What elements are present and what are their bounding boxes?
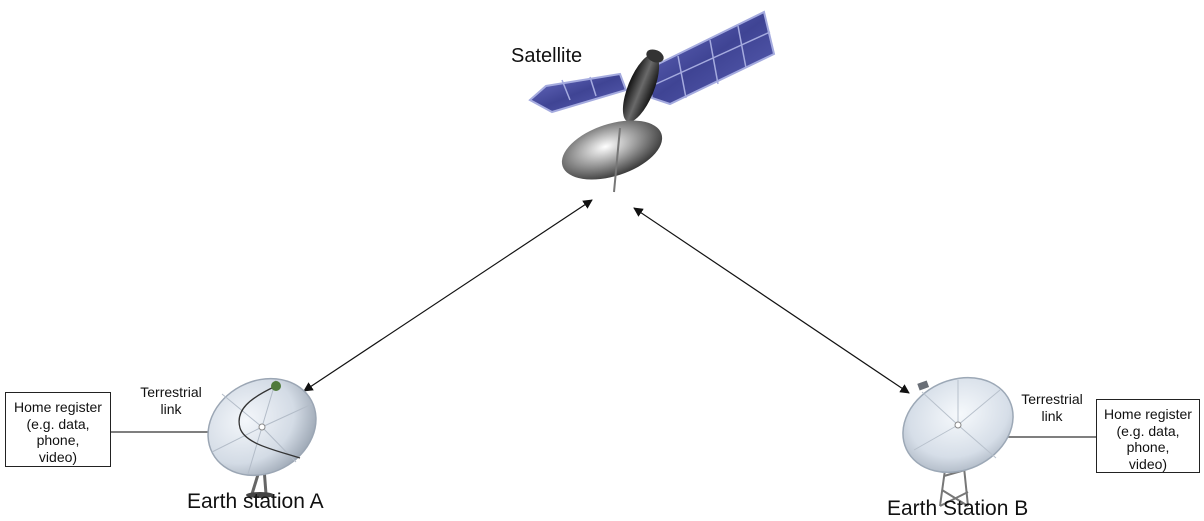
terrestrial-link-b-label: Terrestrial link <box>1021 391 1083 424</box>
link-satellite-b <box>633 207 910 394</box>
solar-panel-right <box>644 10 776 106</box>
dish-antenna-b-icon <box>902 376 1014 507</box>
satellite-dish <box>561 120 663 193</box>
link-a-satellite <box>303 199 593 392</box>
home-register-b-box: Home register (e.g. data, phone, video) <box>1096 399 1200 473</box>
earth-station-b-label: Earth Station B <box>887 497 1029 520</box>
satellite-label: Satellite <box>511 45 583 67</box>
terrestrial-link-a-label: Terrestrial link <box>140 384 202 417</box>
dish-antenna-a-icon <box>207 377 317 498</box>
satellite-icon <box>528 10 776 193</box>
solar-panel-left <box>528 72 628 114</box>
satellite-body <box>622 49 664 122</box>
earth-station-a-label: Earth station A <box>187 490 324 513</box>
home-register-a-box: Home register (e.g. data, phone, video) <box>5 392 111 467</box>
